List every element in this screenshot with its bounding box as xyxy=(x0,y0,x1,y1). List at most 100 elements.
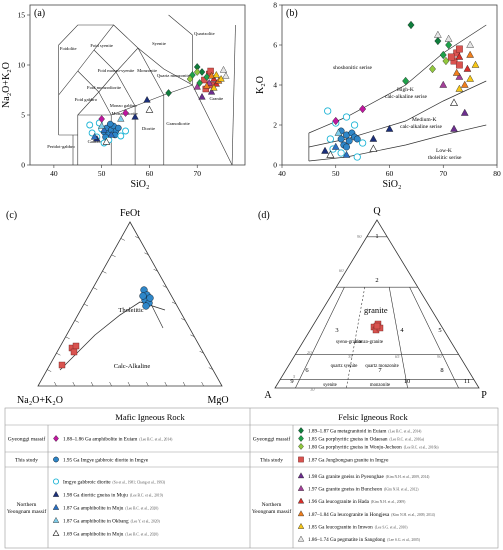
qap-tick: 35 xyxy=(348,354,353,359)
y-tick-label: 5 xyxy=(21,111,25,120)
tas-boundary-line xyxy=(77,70,112,116)
apex-top-label: FeOt xyxy=(120,208,140,219)
qap-triangle xyxy=(274,219,480,389)
data-point xyxy=(466,40,474,48)
qap-tick: 90 xyxy=(357,234,362,239)
tas-field-label: Foid syenite xyxy=(90,43,113,48)
data-point xyxy=(210,83,218,91)
legend-group-label: This study xyxy=(260,458,283,464)
data-point xyxy=(447,53,455,61)
data-point xyxy=(337,149,345,157)
imgye-gabbroic-diorite-point xyxy=(146,294,154,302)
legend-marker xyxy=(297,522,305,529)
qap-field-number: 7 xyxy=(378,367,382,374)
data-point xyxy=(145,105,154,113)
qap-tick: 5 xyxy=(293,374,296,379)
qap-field-name: quartz syenite xyxy=(331,364,358,369)
qap-granite-label: granite xyxy=(364,305,388,315)
data-point xyxy=(466,50,474,58)
panel-c-afm-ternary: (c) FeOt Na₂O+K₂O MgO Tholeiitic Calc-Al… xyxy=(6,208,229,405)
legend-marker xyxy=(53,456,59,463)
qap-tick: 90 xyxy=(437,354,442,359)
legend-group-label: Gyeonggi massif xyxy=(8,436,46,443)
legend-marker xyxy=(297,535,305,542)
data-point xyxy=(196,79,203,87)
tas-field-label: Peridot-gabbro xyxy=(47,144,75,149)
tas-field-label: Granite xyxy=(209,96,223,101)
data-point xyxy=(88,129,96,137)
data-point xyxy=(90,132,99,140)
data-point xyxy=(460,80,469,88)
jungbongsan-granite-point xyxy=(70,348,78,356)
data-points xyxy=(58,286,154,369)
data-point xyxy=(337,135,345,143)
data-point xyxy=(193,68,201,76)
data-point xyxy=(143,95,151,103)
tas-field-label: Diorite xyxy=(142,126,155,131)
legend-marker xyxy=(52,478,60,485)
x-tick-label: 60 xyxy=(386,169,394,178)
x-axis-label: SiO₂ xyxy=(382,179,401,190)
data-point xyxy=(186,75,194,83)
imgye-gabbroic-diorite-point xyxy=(142,302,150,310)
apex-left-label: A xyxy=(264,390,272,401)
legend-entry: 1.87 Ga amphibolite in Muju(Lee B.C. et … xyxy=(63,506,159,512)
legend-entry: 1.87–1.84 Ga leucogranite in Hongjesa(Ki… xyxy=(308,512,436,518)
qap-field-number: 8 xyxy=(440,367,443,374)
jungbongsan-granite-point xyxy=(72,342,80,350)
legend-marker xyxy=(297,484,305,491)
y-tick-label: 6 xyxy=(273,41,277,50)
data-point xyxy=(455,61,463,69)
data-point xyxy=(369,144,378,152)
legend-group-label: Yeongnam massif xyxy=(252,508,291,515)
legend-grid: Mafic Igneous Rock Felsic Igneous Rock G… xyxy=(4,407,499,549)
legend-marker xyxy=(52,490,60,497)
data-point xyxy=(203,73,211,81)
data-point xyxy=(350,121,359,129)
qap-field-number: 3 xyxy=(335,327,338,334)
legend-entry: 1.87 Ga Jungbongsan granite in Imgye xyxy=(308,458,389,464)
tas-boundary-line xyxy=(137,47,165,96)
panel-label: (c) xyxy=(6,210,17,221)
data-point xyxy=(434,30,442,38)
tas-boundary-line xyxy=(77,47,139,116)
data-points xyxy=(321,20,480,161)
data-point xyxy=(353,153,361,161)
data-point xyxy=(324,107,332,115)
apex-left-label: Na₂O+K₂O xyxy=(17,395,63,405)
legend-entry: Imgye gabbroic diorite(So et al., 1981; … xyxy=(63,480,166,486)
tas-boundary-line xyxy=(58,24,114,95)
legend-marker xyxy=(52,529,60,536)
data-point xyxy=(342,113,351,121)
tas-field-label: Foid monzodiorite xyxy=(87,85,121,90)
data-point xyxy=(445,40,453,50)
qap-field-number: 1 xyxy=(375,233,378,240)
data-point xyxy=(439,80,448,88)
tas-field-label: Quartzolite xyxy=(194,31,215,36)
tas-boundary-line xyxy=(168,14,193,85)
legend-entry: 1.86–1.74 Ga pegmatite in Sangdong(Lee S… xyxy=(308,537,421,543)
ternary-frame xyxy=(37,221,223,387)
data-point xyxy=(385,124,394,132)
data-point xyxy=(198,92,206,100)
data-point xyxy=(466,74,474,82)
tas-boundary-line xyxy=(231,24,236,166)
data-point xyxy=(107,120,114,128)
legend-marker xyxy=(298,435,304,442)
qap-field-name: syenite xyxy=(323,383,337,388)
x-tick-label: 40 xyxy=(50,169,58,178)
data-point xyxy=(193,82,201,90)
qap-field-number: 2 xyxy=(375,277,378,284)
data-point xyxy=(455,84,464,92)
legend-group-label: This study xyxy=(15,458,38,464)
data-point xyxy=(207,87,216,95)
qap-tick: 20 xyxy=(307,350,312,355)
data-points xyxy=(370,320,384,334)
qap-tick: 65 xyxy=(395,354,400,359)
data-point xyxy=(203,81,211,89)
